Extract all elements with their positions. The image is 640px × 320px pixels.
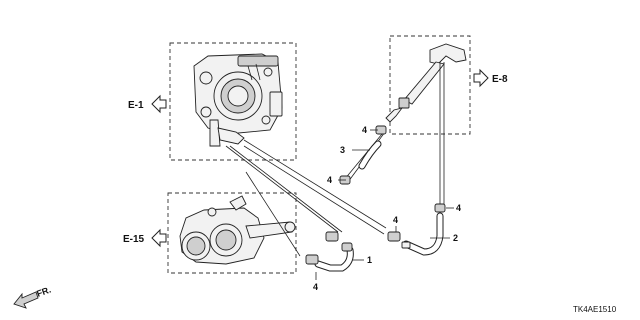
inlet-pipe bbox=[385, 43, 467, 123]
clip-c bbox=[434, 203, 446, 213]
left-arrow-icon bbox=[151, 228, 167, 248]
callout-hose-1: 1 bbox=[367, 255, 372, 265]
callout-clip-c: 4 bbox=[456, 203, 461, 213]
front-arrow-icon bbox=[13, 291, 39, 309]
hose-3 bbox=[358, 140, 382, 170]
inlet-pipe-box bbox=[389, 35, 471, 135]
callout-clip-a: 4 bbox=[362, 125, 367, 135]
ref-arrow-e8: E-8 bbox=[473, 68, 508, 88]
water-outlet-box bbox=[167, 192, 297, 274]
ref-label-e8[interactable]: E-8 bbox=[492, 74, 508, 85]
throttle-body bbox=[193, 53, 283, 147]
right-arrow-icon bbox=[473, 68, 489, 88]
clip-d bbox=[387, 231, 411, 249]
leader-lines bbox=[315, 129, 454, 280]
callout-clip-e: 4 bbox=[313, 282, 318, 292]
diagram-code: TK4AE1510 bbox=[573, 305, 617, 314]
hose-2 bbox=[402, 212, 444, 256]
water-outlet bbox=[179, 195, 296, 265]
front-marker-label: FR. bbox=[35, 285, 52, 299]
callout-hose-3: 3 bbox=[340, 145, 345, 155]
ref-arrow-e1: E-1 bbox=[128, 94, 167, 114]
callout-clip-b: 4 bbox=[327, 175, 332, 185]
callout-clip-d: 4 bbox=[393, 215, 398, 225]
ref-label-e15[interactable]: E-15 bbox=[123, 234, 145, 245]
hose-1 bbox=[314, 246, 354, 272]
clip-e bbox=[305, 231, 353, 265]
ref-label-e1[interactable]: E-1 bbox=[128, 100, 144, 111]
callout-hose-2: 2 bbox=[453, 233, 458, 243]
throttle-body-box bbox=[169, 42, 297, 161]
left-arrow-icon bbox=[151, 94, 167, 114]
front-marker: FR. bbox=[13, 285, 52, 309]
ref-arrow-e15: E-15 bbox=[123, 228, 167, 248]
